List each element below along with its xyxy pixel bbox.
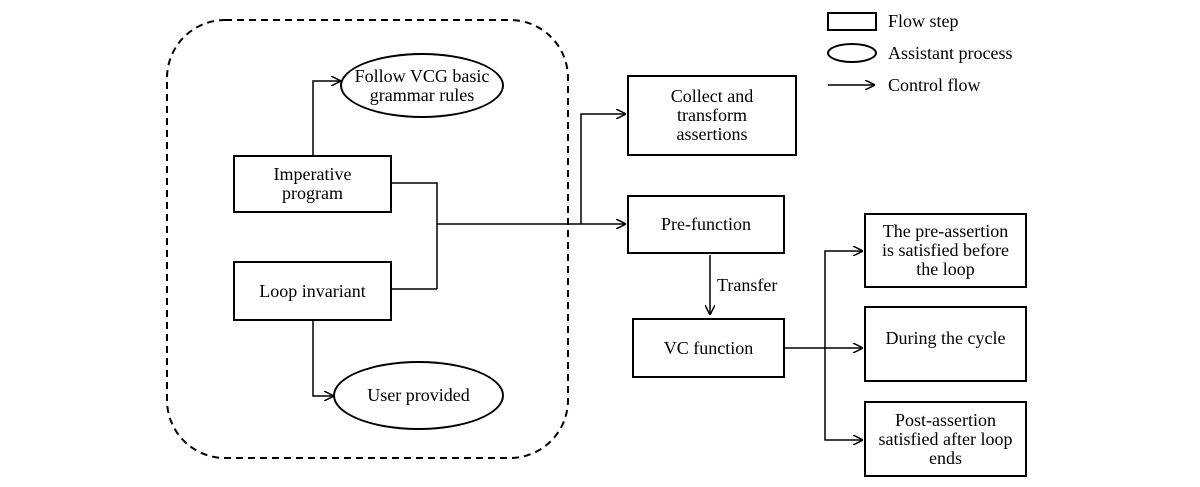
during-cycle-label: During the cycle xyxy=(885,327,1006,348)
post-assertion-label: Post-assertion satisfied after loop ends xyxy=(878,409,1013,468)
during-cycle-box: During the cycle xyxy=(864,306,1027,382)
transfer-label: Transfer xyxy=(717,274,778,295)
arrow-to-post-assertion xyxy=(824,348,862,440)
imperative-program-label: Imperative program xyxy=(273,164,352,203)
legend-assistant-process-label: Assistant process xyxy=(888,43,1013,63)
vc-function-box: VC function xyxy=(632,318,785,378)
collect-transform-label: Collect and transform assertions xyxy=(670,86,754,144)
follow-vcg-label: Follow VCG basic grammar rules xyxy=(354,65,490,105)
user-provided-label: User provided xyxy=(367,385,470,405)
transfer-label-box: Transfer xyxy=(717,274,795,296)
loop-invariant-label: Loop invariant xyxy=(259,280,366,301)
pre-assertion-label: The pre-assertion is satisfied before th… xyxy=(882,221,1009,279)
arrow-imperative-to-vcg xyxy=(312,81,340,155)
pre-assertion-box: The pre-assertion is satisfied before th… xyxy=(864,213,1027,288)
loop-invariant-box: Loop invariant xyxy=(233,261,392,321)
dashed-group-boundary xyxy=(166,19,569,459)
arrow-to-collect xyxy=(580,114,625,224)
vc-function-label: VC function xyxy=(663,337,754,358)
follow-vcg-ellipse: Follow VCG basic grammar rules xyxy=(340,53,504,118)
arrow-loop-to-user xyxy=(312,321,333,396)
collect-transform-box: Collect and transform assertions xyxy=(627,75,797,156)
arrow-to-pre-assertion xyxy=(824,251,862,348)
user-provided-ellipse: User provided xyxy=(333,361,504,430)
legend-flow-step-label: Flow step xyxy=(888,11,959,31)
pre-function-box: Pre-function xyxy=(627,195,785,254)
pre-function-label: Pre-function xyxy=(661,214,751,234)
legend-rect-icon xyxy=(827,12,877,31)
legend-control-flow-label: Control flow xyxy=(888,75,981,95)
line-imperative-merge xyxy=(392,182,438,289)
post-assertion-box: Post-assertion satisfied after loop ends xyxy=(864,401,1027,477)
imperative-program-box: Imperative program xyxy=(233,155,392,213)
legend-ellipse-icon xyxy=(827,43,877,63)
